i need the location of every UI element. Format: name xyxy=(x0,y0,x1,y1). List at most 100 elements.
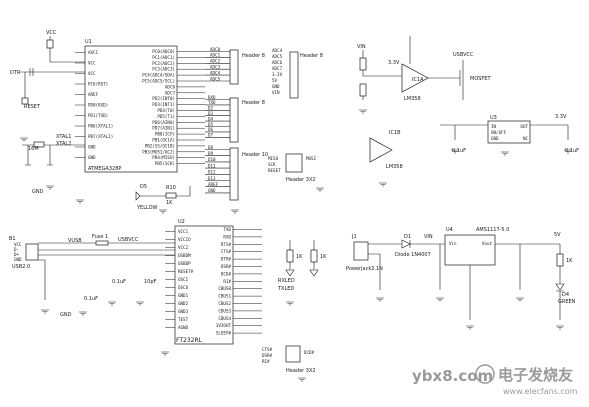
u2-pin-label: RI# xyxy=(223,279,231,284)
opamp-ic1a-part: LM358 xyxy=(404,96,421,102)
ground-icon xyxy=(159,209,167,214)
ground-icon xyxy=(298,377,306,382)
header-p2-body xyxy=(289,51,299,99)
u4-part: AMS1117-5.0 xyxy=(476,227,509,233)
mcu-right-pins: PC0(ADC0)PC1(ADC1)PC2(ADC2)PC3(ADC3)PC4(… xyxy=(142,49,205,166)
mcu-power-reset: VCC DTR RESET xyxy=(10,30,85,110)
header-p2-name: Header 8 xyxy=(300,53,323,59)
ground-icon xyxy=(379,182,387,187)
u2-pin-label: 3V3OUT xyxy=(216,323,232,328)
ref-3v3-label: 3.3V xyxy=(388,60,400,66)
regulator-u3: U3 IN ON/OFF GND OUT NC 3.3V 0.1uF 0.1uF xyxy=(440,114,579,154)
usb-connector: B1 VCC D- D+ GND USB2.0 VUSB Fuse 1 USBV… xyxy=(9,234,175,318)
mcu-pin-label: ADC7 xyxy=(165,90,176,95)
u2-pin-label: VCC2 xyxy=(178,245,189,250)
mcu-pin-label: PD6(AIN0) xyxy=(152,120,175,125)
d1-ref: D1 xyxy=(404,234,411,240)
r10-value: 1K xyxy=(166,200,173,206)
adc-net-label: ADC4 xyxy=(210,70,221,75)
vin-divider xyxy=(362,50,402,100)
mcu-pin-label: PC0(ADC0) xyxy=(152,49,175,54)
u2-pin-label: CBUS0 xyxy=(218,286,231,291)
digital-net-label: D5 xyxy=(208,122,214,127)
p4-net-label: D13 xyxy=(208,176,216,181)
mcu-pin-label: PD5(T1) xyxy=(157,114,175,119)
power-led-ref: D4 xyxy=(562,292,569,298)
vin-net-label: VIN xyxy=(424,234,433,240)
mcu-pin-label: GND xyxy=(88,145,96,150)
usb-serial-u2: U2 FT232RL VCC1VCCIOVCC2USBDMUSBDPRESET#… xyxy=(165,219,262,345)
p4-net-label: D9 xyxy=(208,151,214,156)
usb-pin-vcc: VCC xyxy=(14,242,22,247)
ground-icon xyxy=(501,151,509,156)
jack-net xyxy=(368,243,445,290)
u2-pin-label: OSCO xyxy=(178,285,189,290)
mcu-pin-label: PC2(ADC2) xyxy=(152,61,175,66)
xtal1-label: XTAL1 xyxy=(56,134,71,140)
opamp-section: VIN IC1A LM358 3.3V USBVCC MOSFET IC1B L… xyxy=(357,36,491,170)
led-d5: D5 YELLOW R10 1K xyxy=(135,184,191,211)
u2-pin-label: RTS# xyxy=(221,242,232,247)
mcu-u1: U1 ATMEGA328P AVCCVCCVCCPC6(RST)AREFPD0(… xyxy=(75,39,205,173)
p5-net-label: MISO xyxy=(268,156,279,161)
u3-out-label: 3.3V xyxy=(555,114,567,120)
reset-pullup-resistor xyxy=(46,39,54,49)
mcu-pin-label: AVCC xyxy=(88,50,99,55)
u2-part: FT232RL xyxy=(176,337,203,344)
adc-net-label: ADC0 xyxy=(210,47,221,52)
usb-gnd-1: GND xyxy=(60,312,72,318)
mcu-pin-label: PB4(MISO) xyxy=(152,155,175,160)
p5-net-label: RESET xyxy=(268,168,281,173)
usb-pin-dp: D+ xyxy=(14,252,20,257)
crystal-net xyxy=(22,144,85,165)
vcc-rail xyxy=(49,36,85,63)
j1-ref: J1 xyxy=(351,234,357,240)
adc-net-label: ADC2 xyxy=(210,59,221,64)
r-led-2 xyxy=(310,249,318,263)
power-input: J1 Powerjack2.1N D1 Diode 1N4007 VIN xyxy=(346,234,445,290)
d1-part: Diode 1N4007 xyxy=(395,252,431,258)
p2-power-label: 3.3V xyxy=(272,72,283,77)
vin-label: VIN xyxy=(357,44,366,50)
p6-net-label: DCD# xyxy=(304,350,315,355)
power-led-r-value: 1K xyxy=(566,258,573,264)
digital-net-label: D3 xyxy=(208,111,214,116)
jack-body xyxy=(353,241,369,261)
divider-r-top xyxy=(359,57,367,71)
ground-icon xyxy=(376,297,384,302)
ground-icon xyxy=(79,311,87,316)
usbvcc-label: USBVCC xyxy=(453,52,474,58)
u2-pin-label: TEST xyxy=(178,317,189,322)
p5-net-label: MOSI xyxy=(306,156,317,161)
mcu-pin-label: VCC xyxy=(88,61,96,66)
opamp-ic1b-ref: IC1B xyxy=(389,130,401,136)
u3-nc: NC xyxy=(523,136,529,141)
mcu-left-pins: AVCCVCCVCCPC6(RST)AREFPD0(RXD)PD1(TXD)PB… xyxy=(75,50,113,160)
mcu-pin-label: GND xyxy=(88,155,96,160)
mcu-pin-label: PC1(ADC1) xyxy=(152,55,175,60)
u3-onoff: ON/OFF xyxy=(491,130,507,135)
r-led-2-value: 1K xyxy=(320,254,327,260)
vusb-label: VUSB xyxy=(68,238,82,244)
ground-icon xyxy=(436,297,444,302)
digital-net-label: D2 xyxy=(208,106,214,111)
mosfet-label: MOSFET xyxy=(470,76,491,82)
mcu-pin-label: PB2(SS/OC1B) xyxy=(145,143,175,148)
mcu-pin-label: PD3(INT1) xyxy=(152,102,175,107)
u4-out-label: 5V xyxy=(554,232,561,238)
opamp-ic1b xyxy=(369,137,393,163)
u2-pin-label: CBUS3 xyxy=(218,308,231,313)
p2-net-label: ADC4 xyxy=(272,48,283,53)
u2-pin-label: DSR# xyxy=(221,264,232,269)
p4-net-label: D8 xyxy=(208,145,214,150)
mcu-pin-label: AREF xyxy=(88,92,99,97)
u4-net xyxy=(439,243,560,320)
ground-icon xyxy=(451,149,459,154)
